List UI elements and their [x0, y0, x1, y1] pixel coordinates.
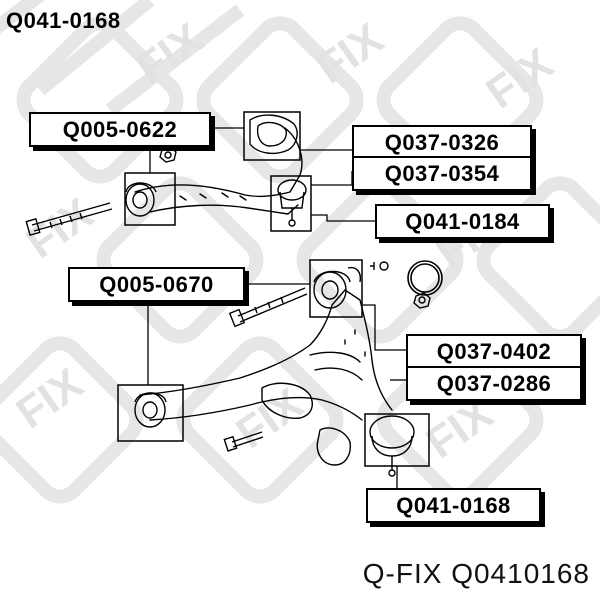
upper-arm-bolt	[25, 202, 113, 236]
lower-small-bolt	[223, 431, 264, 452]
upper-control-arm	[134, 114, 303, 215]
label-q041-0168[interactable]: Q041-0168	[366, 488, 541, 523]
label-q037-0354[interactable]: Q037-0354	[352, 156, 532, 191]
svg-text:FIX: FIX	[308, 14, 392, 93]
lower-control-arm	[139, 289, 393, 466]
footer-caption: Q-FIX Q0410168	[362, 558, 590, 589]
lower-arm-bolt	[228, 287, 308, 328]
lower-ball-joint	[369, 415, 415, 477]
label-q037-0326[interactable]: Q037-0326	[352, 125, 532, 160]
label-q005-0670[interactable]: Q005-0670	[68, 267, 245, 302]
snap-ring	[407, 260, 443, 296]
upper-left-bushing	[125, 182, 157, 217]
lower-nut	[370, 261, 431, 309]
lower-rear-bushing	[134, 392, 167, 428]
upper-nut	[159, 146, 177, 163]
leader-lines	[147, 127, 406, 488]
label-q005-0622[interactable]: Q005-0622	[29, 112, 211, 147]
label-q041-0184[interactable]: Q041-0184	[375, 204, 550, 239]
page-title: Q041-0168	[6, 8, 121, 33]
lower-front-bushing	[313, 266, 362, 309]
upper-ball-joint	[277, 179, 307, 227]
label-q037-0286[interactable]: Q037-0286	[406, 366, 582, 401]
label-q037-0402[interactable]: Q037-0402	[406, 334, 582, 369]
svg-text:FIX: FIX	[18, 189, 102, 268]
